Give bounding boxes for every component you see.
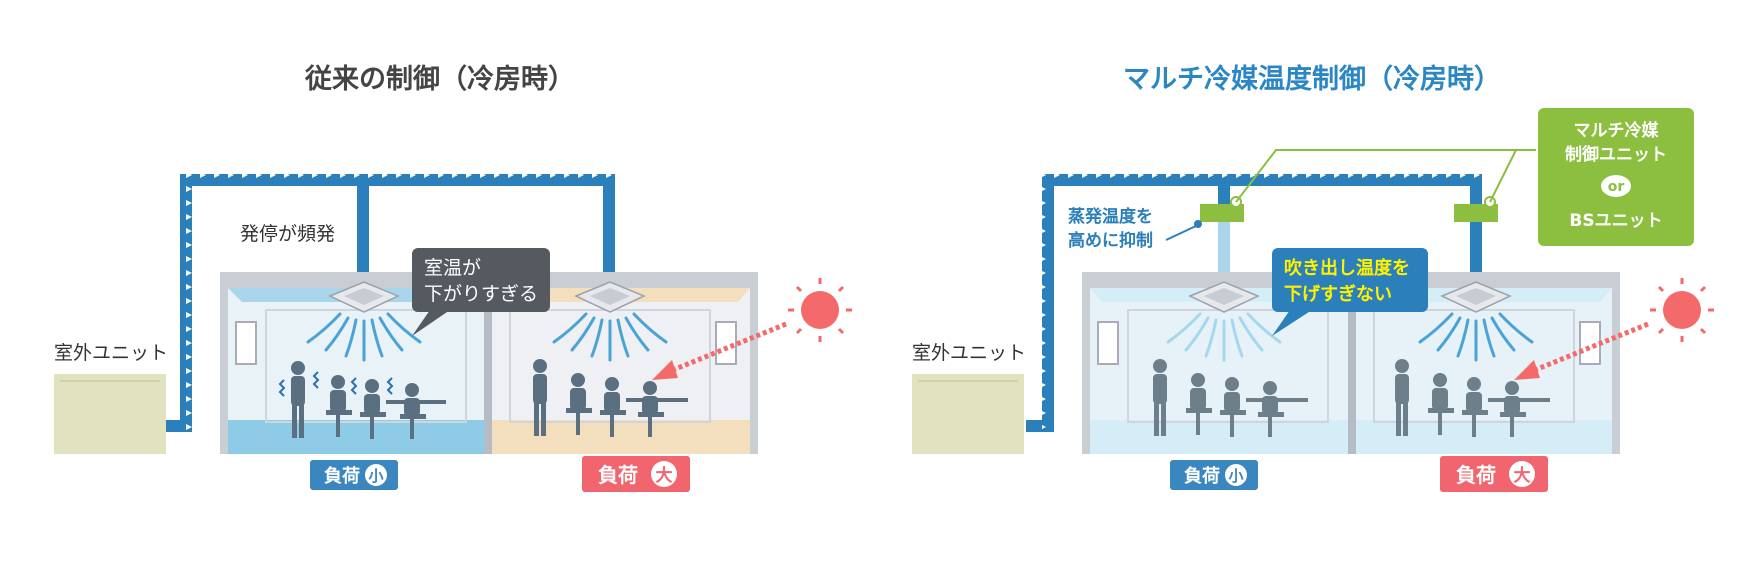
- left-right-room-people: [533, 359, 688, 437]
- right-right-room-people: [1395, 359, 1550, 437]
- left-sun-icon: [788, 278, 852, 342]
- right-diagram: マルチ冷媒温度制御（冷房時）: [912, 63, 1714, 492]
- right-control-unit-2: [1454, 196, 1498, 222]
- right-cassette-unit-1: [1188, 281, 1260, 313]
- right-outdoor-label: 室外ユニット: [912, 342, 1026, 364]
- svg-text:制御ユニット: 制御ユニット: [1565, 144, 1667, 165]
- right-leader-lines: [1235, 149, 1536, 203]
- svg-text:負荷: 負荷: [1456, 463, 1496, 487]
- right-load-small-badge: 負荷 小: [1170, 460, 1258, 490]
- left-building: [220, 272, 758, 454]
- svg-text:室温が: 室温が: [424, 257, 481, 279]
- right-cassette-unit-2: [1440, 281, 1512, 313]
- right-outdoor-unit: [912, 374, 1024, 454]
- right-evap-note: 蒸発温度を 高めに抑制: [1068, 206, 1202, 251]
- svg-text:負荷: 負荷: [598, 463, 638, 487]
- left-cassette-unit-2: [574, 281, 646, 313]
- svg-text:or: or: [1608, 179, 1625, 195]
- svg-text:小: 小: [1228, 467, 1243, 485]
- svg-text:蒸発温度を: 蒸発温度を: [1068, 206, 1153, 227]
- right-callout-bubble: 吹き出し温度を 下げすぎない: [1272, 248, 1428, 336]
- right-control-unit-box: マルチ冷媒 制御ユニット or BSユニット: [1538, 108, 1694, 246]
- svg-text:負荷: 負荷: [324, 465, 360, 487]
- left-diagram: 従来の制御（冷房時） 室外ユニット 発停が頻発: [54, 64, 852, 492]
- left-cassette-unit-1: [328, 281, 400, 313]
- right-sun-icon: [1650, 278, 1714, 342]
- svg-text:マルチ冷媒: マルチ冷媒: [1574, 120, 1660, 141]
- right-sunlight-arrow: [1514, 321, 1649, 380]
- svg-text:BSユニット: BSユニット: [1569, 211, 1662, 231]
- left-load-large-badge: 負荷 大: [582, 456, 690, 492]
- left-outdoor-label: 室外ユニット: [54, 342, 168, 364]
- right-load-large-badge: 負荷 大: [1440, 456, 1548, 492]
- right-title: マルチ冷媒温度制御（冷房時）: [1123, 63, 1501, 95]
- left-outdoor-unit: [54, 374, 166, 454]
- right-left-room-people: [1153, 359, 1308, 437]
- right-airflow-1: [1166, 312, 1282, 362]
- left-load-small-badge: 負荷 小: [310, 460, 398, 490]
- left-callout-bubble: 室温が 下がりすぎる: [412, 248, 550, 336]
- left-room-people: [291, 361, 446, 439]
- left-airflow-1: [306, 312, 422, 362]
- svg-text:下がりすぎる: 下がりすぎる: [424, 283, 538, 305]
- svg-text:大: 大: [656, 465, 673, 486]
- left-airflow-2: [552, 312, 668, 362]
- svg-text:大: 大: [1514, 465, 1531, 486]
- left-sunlight-arrow: [652, 321, 787, 380]
- left-cycling-note: 発停が頻発: [240, 223, 335, 245]
- svg-text:小: 小: [368, 467, 383, 485]
- svg-text:下げすぎない: 下げすぎない: [1284, 283, 1392, 305]
- right-airflow-2: [1418, 312, 1534, 362]
- left-shiver-marks: [278, 371, 394, 397]
- svg-text:高めに抑制: 高めに抑制: [1068, 230, 1153, 251]
- svg-text:吹き出し温度を: 吹き出し温度を: [1284, 257, 1410, 279]
- svg-text:負荷: 負荷: [1184, 465, 1220, 487]
- left-title: 従来の制御（冷房時）: [304, 64, 575, 95]
